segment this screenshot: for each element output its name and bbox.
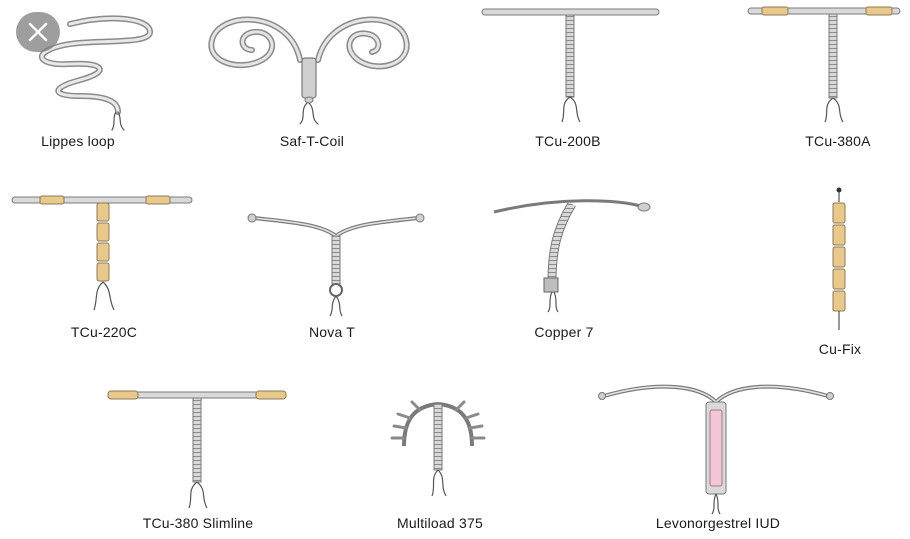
levonorgestrel-iud-drawing: [599, 387, 834, 514]
tcu-380a-drawing: [748, 7, 900, 122]
tcu-220c-drawing: [12, 196, 192, 310]
label-tcu-380a: TCu-380A: [805, 133, 870, 149]
nova-t-drawing: [248, 214, 424, 316]
copper-7-drawing: [494, 201, 650, 312]
label-tcu-200b: TCu-200B: [535, 133, 600, 149]
saf-t-coil-drawing: [211, 20, 406, 124]
label-saf-t-coil: Saf-T-Coil: [280, 133, 344, 149]
close-button[interactable]: [16, 12, 60, 52]
multiload-375-drawing: [392, 402, 484, 496]
cu-fix-drawing: [833, 188, 845, 331]
label-tcu-380-slimline: TCu-380 Slimline: [143, 515, 254, 531]
tcu-380-slimline-drawing: [108, 391, 286, 508]
close-icon: [25, 19, 51, 45]
label-multiload-375: Multiload 375: [397, 515, 483, 531]
label-lippes-loop: Lippes loop: [41, 133, 115, 149]
label-tcu-220c: TCu-220C: [71, 324, 137, 340]
label-nova-t: Nova T: [309, 324, 355, 340]
label-levonorgestrel-iud: Levonorgestrel IUD: [656, 515, 780, 531]
label-copper-7: Copper 7: [534, 324, 593, 340]
label-cu-fix: Cu-Fix: [819, 341, 861, 357]
tcu-200b-drawing: [482, 9, 659, 122]
